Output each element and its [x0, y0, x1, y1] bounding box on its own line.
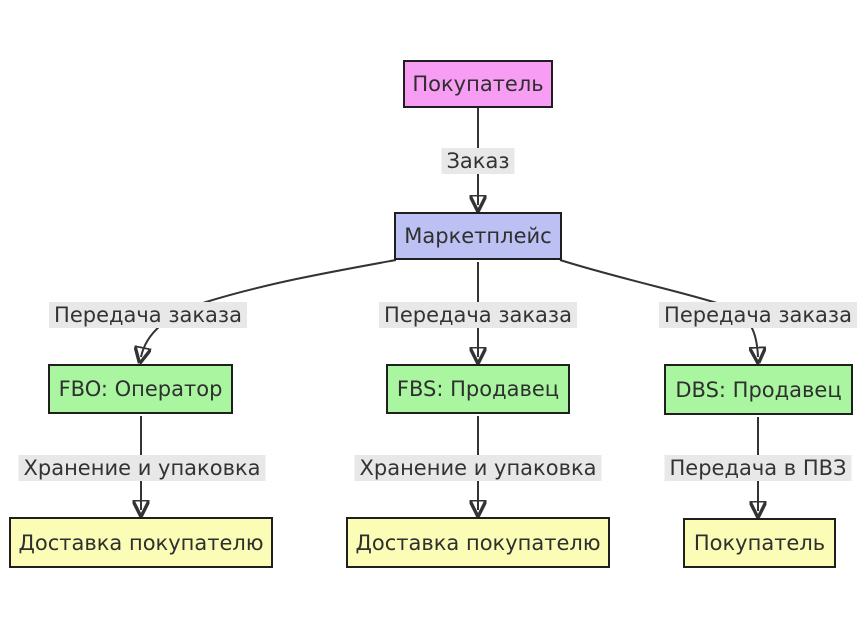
- node-marketplace: Маркетплейс: [394, 212, 562, 260]
- edge-label-handoff-right: Передача заказа: [659, 302, 857, 328]
- edge-label-pvz-right: Передача в ПВЗ: [664, 455, 852, 481]
- edge-label-handoff-left: Передача заказа: [49, 302, 247, 328]
- node-fbo-operator-label: FBO: Оператор: [58, 377, 223, 401]
- node-dbs-seller-label: DBS: Продавец: [675, 377, 842, 402]
- edge-handoff-left-path: [141, 259, 397, 357]
- node-fbs-seller: FBS: Продавец: [386, 364, 570, 414]
- node-marketplace-label: Маркетплейс: [404, 224, 552, 248]
- node-buyer-bottom-label: Покупатель: [693, 531, 826, 555]
- node-fbs-seller-label: FBS: Продавец: [396, 377, 560, 401]
- edge-label-storage-middle: Хранение и упаковка: [354, 455, 602, 481]
- edge-label-order: Заказ: [441, 148, 515, 174]
- node-buyer-bottom: Покупатель: [683, 518, 836, 568]
- node-delivery-middle: Доставка покупателю: [346, 517, 610, 568]
- node-buyer-top: Покупатель: [403, 60, 553, 108]
- node-buyer-top-label: Покупатель: [412, 72, 544, 96]
- edge-label-storage-left: Хранение и упаковка: [18, 455, 266, 481]
- node-fbo-operator: FBO: Оператор: [48, 364, 233, 414]
- edge-label-handoff-middle: Передача заказа: [379, 302, 577, 328]
- node-delivery-left: Доставка покупателю: [9, 517, 273, 568]
- node-dbs-seller: DBS: Продавец: [664, 364, 853, 415]
- node-delivery-left-label: Доставка покупателю: [18, 530, 264, 555]
- node-delivery-middle-label: Доставка покупателю: [355, 530, 601, 555]
